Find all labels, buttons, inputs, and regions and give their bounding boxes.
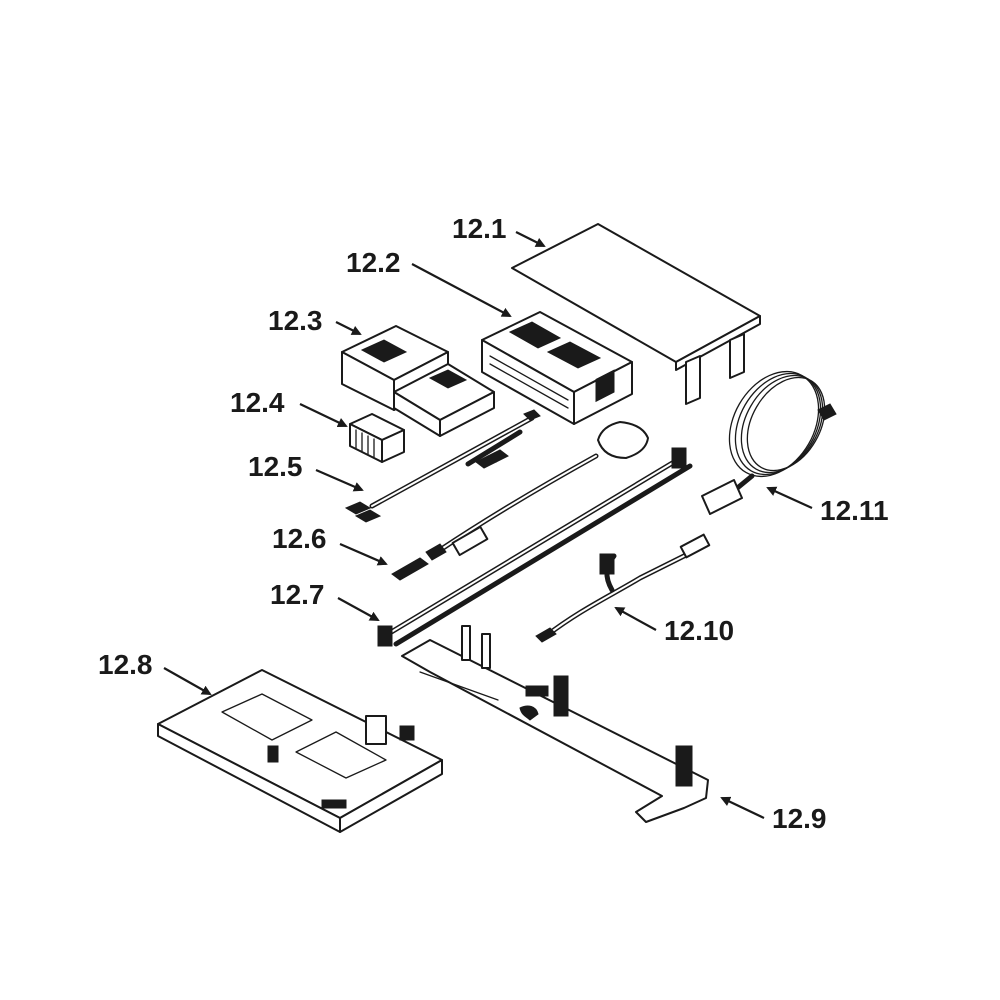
part-12-9-bracket-rail bbox=[401, 625, 709, 823]
callout-12-4: 12.4 bbox=[230, 387, 348, 428]
callout-12-6: 12.6 bbox=[272, 523, 388, 566]
callout-label-12-1: 12.1 bbox=[452, 213, 507, 244]
part-12-5-branch-cable bbox=[344, 409, 541, 523]
callout-12-1: 12.1 bbox=[452, 213, 546, 247]
part-12-7-ribbon-cable bbox=[377, 447, 693, 647]
callout-label-12-8: 12.8 bbox=[98, 649, 153, 680]
callout-label-12-6: 12.6 bbox=[272, 523, 327, 554]
part-12-6-antenna-cable bbox=[391, 421, 649, 581]
callout-label-12-11: 12.11 bbox=[820, 495, 889, 526]
part-12-4-relay-block bbox=[349, 413, 405, 463]
callout-label-12-5: 12.5 bbox=[248, 451, 303, 482]
callout-label-12-2: 12.2 bbox=[346, 247, 401, 278]
callout-12-9: 12.9 bbox=[720, 796, 827, 834]
part-12-11-power-cord bbox=[701, 370, 837, 515]
part-12-3-control-unit bbox=[341, 325, 495, 437]
callout-12-11: 12.11 bbox=[766, 486, 889, 526]
callout-12-10: 12.10 bbox=[614, 607, 734, 646]
callout-label-12-3: 12.3 bbox=[268, 305, 323, 336]
callout-label-12-4: 12.4 bbox=[230, 387, 285, 418]
callout-12-8: 12.8 bbox=[98, 649, 212, 695]
callout-12-7: 12.7 bbox=[270, 579, 380, 621]
part-12-2-module-box bbox=[481, 311, 633, 425]
callout-12-3: 12.3 bbox=[268, 305, 362, 336]
callout-12-2: 12.2 bbox=[346, 247, 512, 317]
callout-12-5: 12.5 bbox=[248, 451, 364, 492]
part-12-8-base-tray bbox=[157, 669, 443, 833]
part-12-10-y-cable bbox=[535, 533, 711, 643]
callout-label-12-10: 12.10 bbox=[664, 615, 734, 646]
part-12-1-cover-plate bbox=[511, 223, 761, 405]
callout-label-12-7: 12.7 bbox=[270, 579, 325, 610]
callout-label-12-9: 12.9 bbox=[772, 803, 827, 834]
